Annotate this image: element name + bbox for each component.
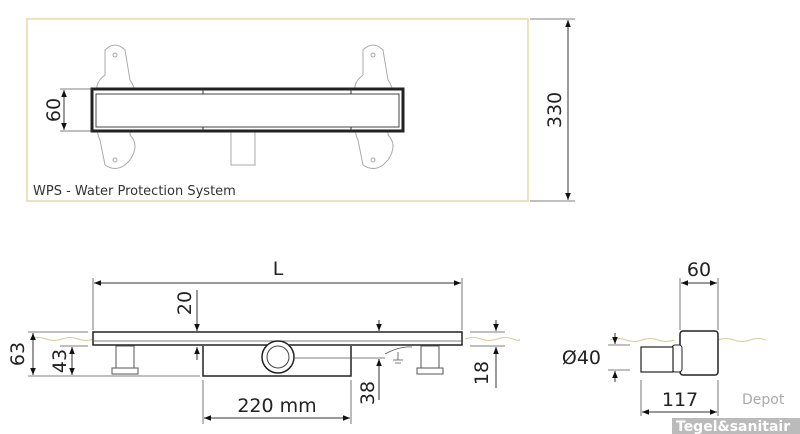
floor-line-left [29,337,95,341]
dim-end-width: 60 [687,259,711,281]
outlet-pipe-top [230,130,256,166]
end-view-pipe [640,346,674,373]
dim-end-depth: 117 [662,389,698,411]
dim-diameter: Ø40 [562,347,601,369]
watermark-logo: Tegel&sanitair Depot [672,392,800,434]
top-view-caption: WPS - Water Protection System [33,184,236,199]
dim-length: L [273,258,284,280]
top-view-frame [26,18,529,202]
end-view-box [679,330,719,376]
dim-20: 20 [174,291,196,315]
watermark-line1: Tegel&sanitair [676,419,790,434]
adjustable-foot-left [111,345,139,375]
floor-line-right [464,337,520,341]
top-view: WPS - Water Protection System 60 330 [26,18,575,202]
ground-symbol-icon [384,346,413,364]
dim-top-height: 330 [544,92,566,128]
adjustable-foot-right [416,345,444,375]
dim-outlet-spacing: 220 mm [237,395,316,417]
dim-top-width: 60 [43,98,65,122]
watermark-line2: Depot [742,392,785,408]
dim-43: 43 [49,349,71,373]
dim-18: 18 [471,361,493,385]
dim-63: 63 [7,342,29,366]
side-view: L 63 43 20 38 18 220 mm [7,258,520,424]
dim-38: 38 [357,381,379,405]
end-view: 60 Ø40 117 [562,259,767,416]
